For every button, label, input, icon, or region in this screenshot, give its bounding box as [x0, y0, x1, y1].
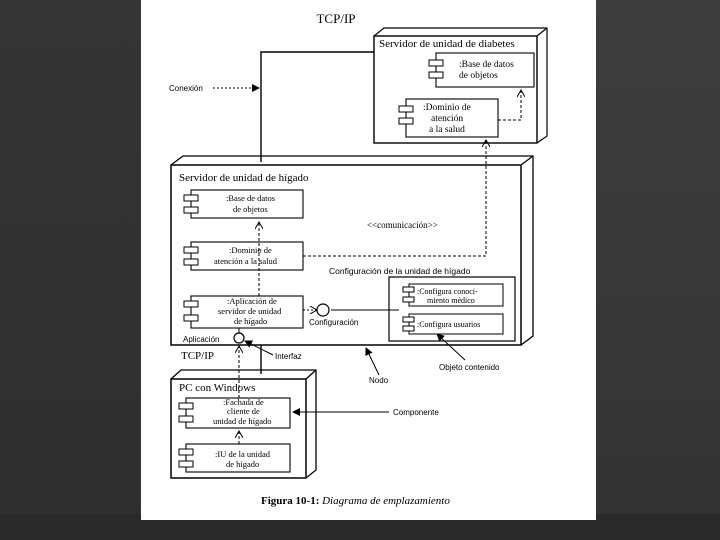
liver-domain-label-2: atención a la salud: [214, 256, 278, 266]
deployment-diagram: TCP/IP Servidor de unidad de diabetes :B…: [169, 11, 548, 507]
client-facade-label-1: :Fachada de: [223, 397, 264, 407]
client-facade-component: [178, 397, 291, 429]
diabetes-db-component: [428, 52, 535, 88]
aplicacion-label: Aplicación: [183, 335, 219, 344]
objeto-contenido-pointer: [436, 333, 466, 361]
nodo-label: Nodo: [369, 376, 389, 385]
comunicacion-stereotype: <<comunicación>>: [367, 220, 438, 230]
liver-domain-component: [183, 241, 304, 271]
config-unit-label: Configuración de la unidad de hígado: [329, 266, 471, 276]
liver-ui-component: [178, 443, 291, 473]
figure-caption: Figura 10-1: Diagrama de emplazamiento: [261, 495, 450, 507]
diabetes-domain-component: [398, 98, 499, 138]
liver-server-title: Servidor de unidad de hígado: [179, 172, 309, 184]
client-facade-label-2: cliente de: [227, 406, 260, 416]
diabetes-internal-dependency: [498, 90, 521, 121]
interfaz-label: Interfaz: [275, 352, 302, 361]
config-users-label: :Configura usuarios: [417, 320, 480, 329]
liver-app-component: [183, 295, 304, 329]
figure-caption-title: Diagrama de emplazamiento: [319, 495, 450, 507]
componente-label: Componente: [393, 408, 439, 417]
pc-windows-title: PC con Windows: [179, 382, 255, 394]
configuracion-label: Configuración: [309, 318, 358, 327]
liver-domain-label-1: :Dominio de: [229, 245, 272, 255]
nodo-pointer: [365, 347, 380, 376]
diagram-page: TCP/IP Servidor de unidad de diabetes :B…: [141, 0, 596, 520]
config-medical-label-2: miento médico: [427, 296, 475, 305]
tcpip-mid-label: TCP/IP: [181, 350, 214, 362]
diabetes-domain-label-3: a la salud: [429, 125, 465, 135]
tcpip-top-label: TCP/IP: [316, 11, 355, 26]
liver-ui-label-2: de hígado: [226, 459, 259, 469]
background-right-panel: [596, 0, 720, 540]
app-interface-lollipop: [233, 332, 245, 344]
liver-ui-label-1: :IU de la unidad: [215, 449, 271, 459]
diabetes-domain-label-2: atención: [431, 114, 463, 124]
config-users-component: [402, 313, 504, 335]
objeto-contenido-label: Objeto contenido: [439, 363, 500, 372]
diabetes-server-title: Servidor de unidad de diabetes: [379, 38, 515, 50]
diabetes-domain-label-1: :Dominio de: [423, 103, 471, 113]
liver-app-label-1: :Aplicación de: [227, 296, 277, 306]
diabetes-db-label-1: :Base de datos: [459, 60, 514, 70]
background-left-panel: [0, 0, 140, 540]
config-interface-lollipop: [316, 303, 330, 317]
tcpip-connection-line: [260, 51, 374, 162]
liver-db-label-1: :Base de datos: [226, 193, 275, 203]
domain-communication-dependency: [303, 140, 486, 257]
client-facade-label-3: unidad de hígado: [213, 416, 272, 426]
figure-caption-number: Figura 10-1:: [261, 495, 319, 507]
liver-db-component: [183, 189, 304, 219]
conexion-label: Conexión: [169, 84, 203, 93]
config-medical-component: [402, 283, 504, 307]
config-medical-label-1: :Configura conoci-: [417, 287, 478, 296]
liver-app-label-2: servidor de unidad: [218, 306, 282, 316]
liver-db-label-2: de objetos: [233, 204, 268, 214]
interfaz-pointer: [244, 340, 274, 356]
diabetes-db-label-2: de objetos: [459, 71, 498, 81]
liver-app-label-3: de hígado: [234, 316, 267, 326]
